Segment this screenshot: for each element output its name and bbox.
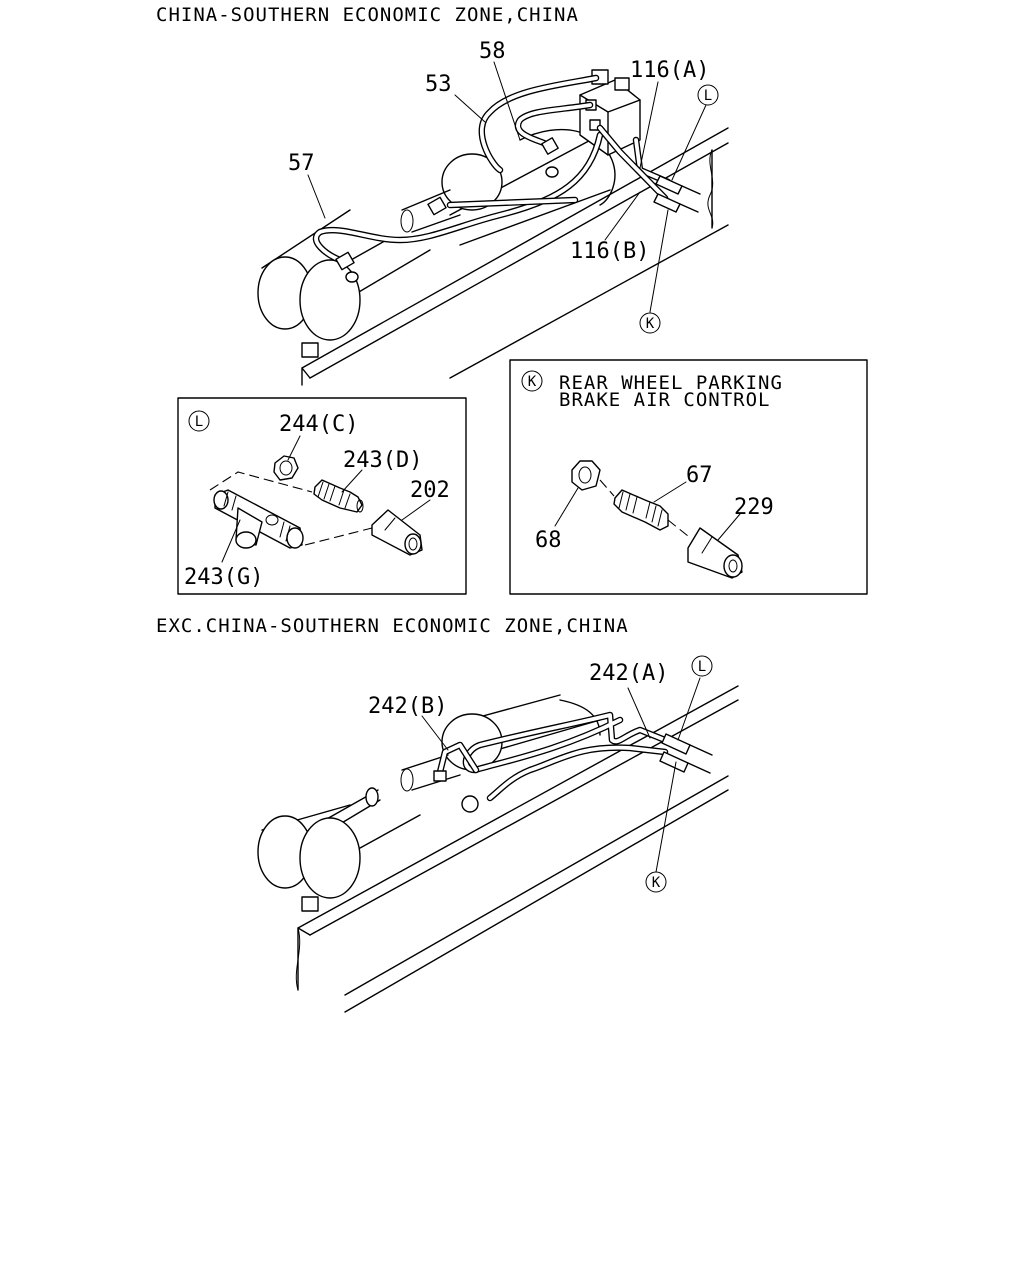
- label-68: 68: [535, 528, 562, 553]
- label-53: 53: [425, 72, 452, 97]
- brake-pipes: [312, 74, 672, 266]
- fitting-67: [613, 489, 669, 531]
- label-57: 57: [288, 151, 315, 176]
- label-244c: 244(C): [279, 412, 358, 437]
- label-58: 58: [479, 39, 506, 64]
- detail-k-title-line2: BRAKE AIR CONTROL: [559, 389, 770, 411]
- ref-circle-l-top: L: [697, 84, 719, 106]
- ref-circle-l-bottom: L: [691, 655, 713, 677]
- top-assembly-drawing: [257, 61, 729, 386]
- label-243d: 243(D): [343, 448, 422, 473]
- ref-letter-l-bottom: L: [698, 659, 706, 675]
- label-116a: 116(A): [630, 58, 709, 83]
- detail-k-panel: K: [509, 359, 868, 595]
- ref-circle-k-top: K: [639, 312, 661, 334]
- label-243g: 243(G): [184, 565, 263, 590]
- ref-letter-l-top: L: [704, 88, 712, 104]
- bottom-section-caption: EXC.CHINA-SOUTHERN ECONOMIC ZONE,CHINA: [156, 615, 629, 637]
- sleeve-202: [371, 509, 423, 556]
- detail-k-title-line1: REAR WHEEL PARKING: [559, 372, 783, 394]
- sleeve-229: [687, 527, 743, 579]
- label-116b: 116(B): [570, 239, 649, 264]
- fitting-243d: [313, 479, 364, 513]
- label-202: 202: [410, 478, 450, 503]
- ref-letter-k-top: K: [646, 316, 655, 332]
- nut-68: [571, 460, 601, 491]
- air-tank-rear: [400, 128, 616, 246]
- label-67: 67: [686, 463, 713, 488]
- label-242a: 242(A): [589, 661, 668, 686]
- detail-k-ref-letter: K: [528, 374, 537, 390]
- detail-l-panel: L: [177, 397, 467, 595]
- detail-l-ref-letter: L: [195, 414, 203, 430]
- air-tank-rear-bottom: [400, 694, 601, 792]
- air-tank-front-bottom: [257, 787, 421, 912]
- top-section-caption: CHINA-SOUTHERN ECONOMIC ZONE,CHINA: [156, 4, 579, 26]
- ref-letter-k-bottom: K: [652, 875, 661, 891]
- nut-244c: [273, 455, 299, 481]
- label-242b: 242(B): [368, 694, 447, 719]
- air-tank-front: [257, 209, 431, 358]
- label-229: 229: [734, 495, 774, 520]
- tee-243g: [213, 489, 304, 549]
- bottom-assembly-drawing: [257, 677, 739, 1013]
- valve-block: [579, 69, 641, 156]
- brake-pipes-bottom: [436, 711, 669, 802]
- ref-circle-k-bottom: K: [645, 871, 667, 893]
